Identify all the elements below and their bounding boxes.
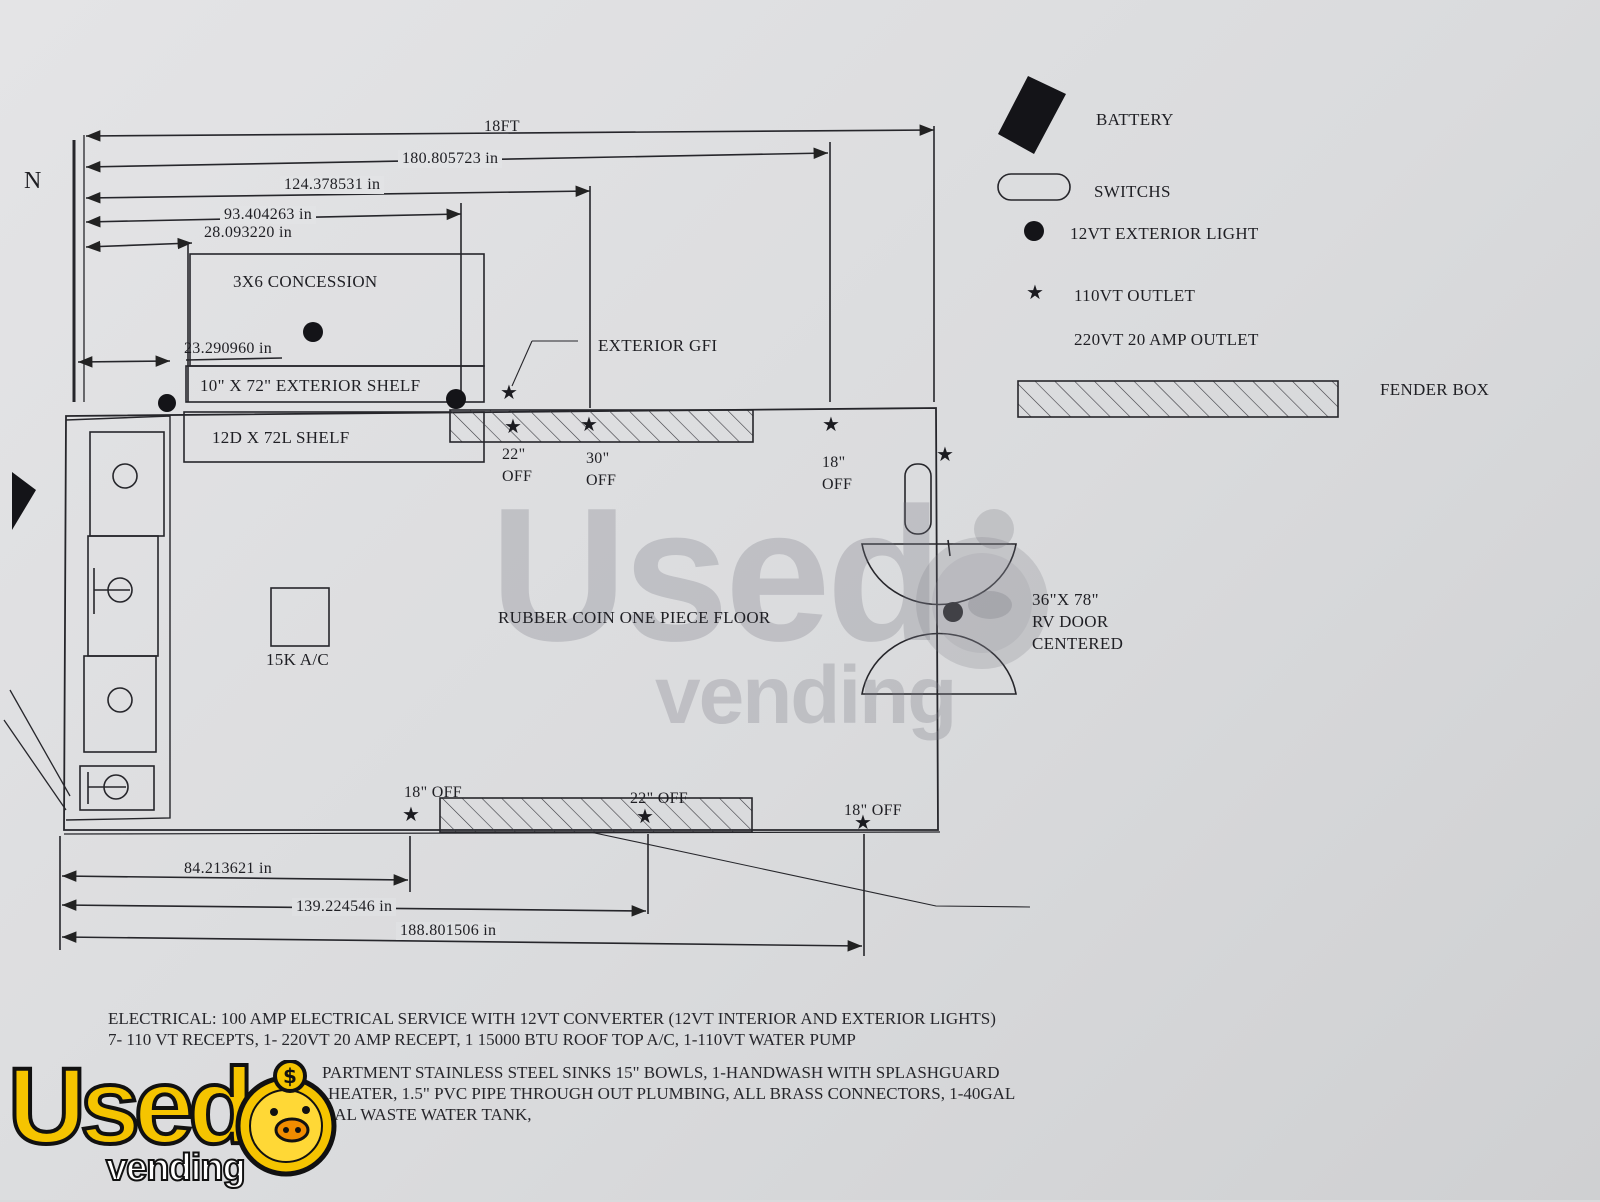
- outlet-22-top-label: 22": [502, 446, 526, 463]
- dim-line-188: [61, 931, 863, 952]
- note-line-5: GAL WASTE WATER TANK,: [322, 1105, 532, 1124]
- light-dot-concession: [303, 322, 323, 342]
- dim-line-84: [61, 870, 409, 886]
- outlet-18-top-label: 18": [822, 454, 846, 471]
- logo-used-text: Used: [6, 1045, 256, 1166]
- legend-light-label: 12VT EXTERIOR LIGHT: [1070, 224, 1259, 243]
- note-line-1: ELECTRICAL: 100 AMP ELECTRICAL SERVICE W…: [108, 1009, 996, 1028]
- hatched-box-icon: [1017, 380, 1339, 418]
- note-line-2: 7- 110 VT RECEPTS, 1- 220VT 20 AMP RECEP…: [108, 1030, 856, 1049]
- note-line-3: PARTMENT STAINLESS STEEL SINKS 15" BOWLS…: [322, 1063, 1000, 1082]
- dim-line-124: [85, 185, 591, 204]
- light-dot-door: [943, 602, 963, 622]
- outlet-30-top-off: OFF: [586, 472, 617, 489]
- outlet-18-top-off: OFF: [822, 476, 853, 493]
- ac-unit-outline: [270, 587, 330, 647]
- sink-compartment-3: [83, 655, 157, 753]
- ac-label: 15K A/C: [266, 650, 330, 669]
- star-outlet-icon: ★: [636, 804, 654, 828]
- exterior-shelf-label: 10" X 72" EXTERIOR SHELF: [200, 376, 421, 395]
- note-line-4: HEATER, 1.5" PVC PIPE THROUGH OUT PLUMBI…: [328, 1084, 1016, 1103]
- legend-battery-label: BATTERY: [1096, 110, 1174, 129]
- watermark-pig-icon: [916, 509, 1048, 669]
- light-dot-icon: [1024, 221, 1044, 241]
- outlet-bottom-1-label: 18" OFF: [404, 784, 462, 801]
- outlet-bottom-2-label: 22" OFF: [630, 790, 688, 807]
- dim-line-18ft: [85, 124, 935, 142]
- star-outlet-icon: ★: [822, 412, 840, 436]
- floor-label: RUBBER COIN ONE PIECE FLOOR: [498, 608, 771, 627]
- legend-outlet-220-label: 220VT 20 AMP OUTLET: [1074, 330, 1259, 349]
- dim-label-180: 180.805723 in: [398, 150, 503, 168]
- north-label: N: [24, 168, 42, 194]
- exterior-gfi-label: EXTERIOR GFI: [598, 336, 718, 355]
- dim-label-18ft: 18FT: [484, 118, 520, 135]
- legend-outlet-110-label: 110VT OUTLET: [1074, 286, 1196, 305]
- pig-coin-icon: $: [235, 1060, 337, 1177]
- logo-coin-symbol: $: [283, 1064, 297, 1088]
- used-vending-logo: Used $ vending: [6, 1045, 348, 1202]
- concession-label: 3X6 CONCESSION: [233, 272, 378, 291]
- door-swing-top: [861, 543, 1017, 606]
- switch-icon: [997, 173, 1071, 201]
- star-outlet-icon: ★: [500, 380, 518, 404]
- outlet-22-top-off: OFF: [502, 468, 533, 485]
- star-outlet-icon: ★: [402, 802, 420, 826]
- spec-notes: ELECTRICAL: 100 AMP ELECTRICAL SERVICE W…: [108, 1008, 1118, 1125]
- star-outlet-icon: ★: [936, 442, 954, 466]
- dim-label-93: 93.404263 in: [220, 206, 317, 224]
- dim-label-124: 124.378531 in: [280, 176, 385, 194]
- star-outlet-icon: ★: [504, 414, 522, 438]
- door-swing-bottom: [861, 632, 1017, 695]
- watermark-used: Used: [490, 469, 943, 681]
- dim-label-139: 139.224546 in: [292, 898, 397, 916]
- outlet-30-top-label: 30": [586, 450, 610, 467]
- switch-outline-door: [904, 463, 932, 535]
- dim-label-188: 188.801506 in: [396, 922, 501, 940]
- star-outlet-icon: ★: [854, 810, 872, 834]
- light-dot-shelf: [446, 389, 466, 409]
- door-size-label: 36"X 78": [1032, 590, 1099, 609]
- star-outlet-icon: ★: [580, 412, 598, 436]
- light-dot-corner: [158, 394, 176, 412]
- fender-box-top: [449, 409, 754, 443]
- handwash-sink: [79, 765, 155, 811]
- dim-label-84: 84.213621 in: [184, 860, 273, 877]
- star-outlet-icon: ★: [1026, 280, 1044, 304]
- dim-line-23: [77, 355, 171, 368]
- outlet-bottom-3-label: 18" OFF: [844, 802, 902, 819]
- hitch-triangle: [12, 472, 36, 530]
- interior-shelf-label: 12D X 72L SHELF: [212, 428, 350, 447]
- sink-compartment-2: [87, 535, 159, 657]
- watermark-vending: vending: [655, 650, 957, 741]
- sink-compartment-1: [89, 431, 165, 537]
- fender-box-bottom: [439, 797, 753, 833]
- door-position-label: CENTERED: [1032, 634, 1124, 653]
- legend-fender-label: FENDER BOX: [1380, 380, 1490, 399]
- dim-line-28: [85, 237, 193, 253]
- logo-vending-text: vending: [105, 1147, 247, 1189]
- dim-label-28: 28.093220 in: [204, 224, 293, 241]
- exterior-shelf-outline: [185, 365, 485, 403]
- dim-label-23: 23.290960 in: [184, 340, 273, 357]
- legend-switches-label: SWITCHS: [1094, 182, 1171, 201]
- battery-icon: [998, 76, 1066, 154]
- door-type-label: RV DOOR: [1032, 612, 1109, 631]
